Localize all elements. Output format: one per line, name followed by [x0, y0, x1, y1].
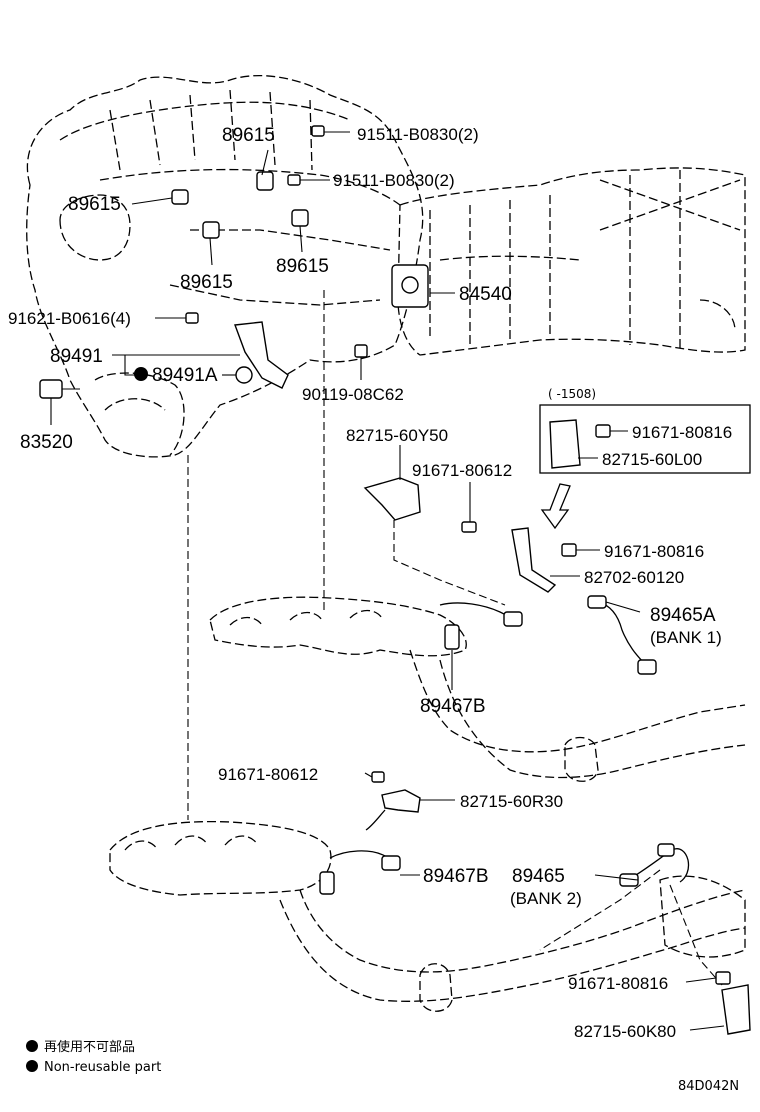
label-date-note: ( -1508) — [548, 387, 596, 401]
inset-arrow — [540, 483, 571, 530]
legend-en: Non-reusable part — [44, 1060, 161, 1075]
label-89615-lower-right: 89615 — [276, 256, 329, 277]
leader-lines — [50, 131, 725, 1031]
guide-line-bank2-stay — [669, 884, 723, 986]
label-91671-80816-inset: 91671-80816 — [632, 423, 732, 442]
label-83520: 83520 — [20, 432, 73, 453]
label-84540: 84540 — [459, 284, 512, 305]
label-91671-80612-lower: 91671-80612 — [218, 765, 318, 784]
label-89467b-lower: 89467B — [423, 866, 489, 887]
label-91671-80816-mid: 91671-80816 — [604, 542, 704, 561]
label-89491a: 89491A — [152, 365, 218, 386]
exhaust-bank1-outline — [209, 596, 746, 782]
label-89465: 89465 — [512, 866, 565, 887]
label-91671-80612-top: 91671-80612 — [412, 461, 512, 480]
label-89465a: 89465A — [650, 605, 716, 626]
label-82715-60k80: 82715-60K80 — [574, 1022, 676, 1041]
label-bank1: (BANK 1) — [650, 628, 722, 647]
label-89615-left: 89615 — [68, 194, 121, 215]
label-91671-80816-lower: 91671-80816 — [568, 974, 668, 993]
label-bank2: (BANK 2) — [510, 889, 582, 908]
exhaust-bank2-outline — [109, 820, 746, 1012]
label-89467b-upper: 89467B — [420, 696, 486, 717]
label-91621: 91621-B0616(4) — [8, 309, 131, 328]
label-82702-60120: 82702-60120 — [584, 568, 684, 587]
guide-line-stay — [393, 520, 506, 606]
label-82715-60r30: 82715-60R30 — [460, 792, 563, 811]
label-82715-60l00: 82715-60L00 — [602, 450, 702, 469]
legend-marker-en — [26, 1060, 38, 1072]
guide-line-bank2 — [539, 869, 661, 951]
label-82715-60y50: 82715-60Y50 — [346, 426, 448, 445]
parts — [39, 125, 751, 1035]
label-90119: 90119-08C62 — [302, 385, 404, 404]
legend-marker-jp — [26, 1040, 38, 1052]
transmission-outline — [397, 167, 746, 356]
legend-jp: 再使用不可部品 — [44, 1039, 135, 1055]
engine-outline — [26, 75, 424, 458]
non-reusable-marker — [134, 367, 148, 381]
label-91511-1: 91511-B0830(2) — [357, 125, 479, 144]
figure-code: 84D042N — [678, 1079, 739, 1094]
inset-box — [539, 404, 751, 474]
label-91511-2: 91511-B0830(2) — [333, 171, 455, 190]
label-89615-lower-left: 89615 — [180, 272, 233, 293]
label-89615-top: 89615 — [222, 125, 275, 146]
label-89491: 89491 — [50, 346, 103, 367]
